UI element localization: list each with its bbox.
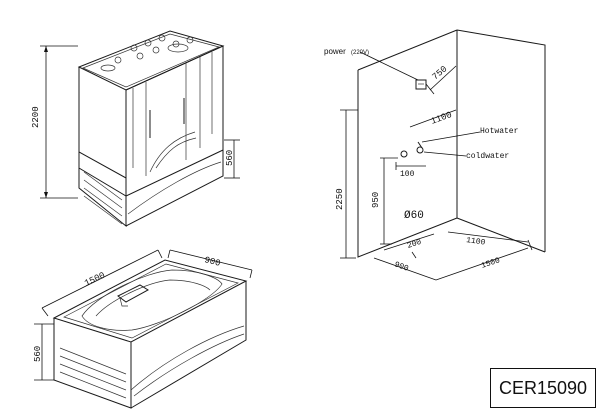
- coldwater-label: coldwater: [466, 152, 509, 161]
- water-pipes: [395, 109, 481, 170]
- cabin-height-label: 2200: [31, 106, 41, 128]
- floor-dimensions: [373, 231, 533, 281]
- cabin-height-dimension: [40, 45, 78, 199]
- power-outlet: [415, 79, 427, 90]
- tub-width-label: 900: [203, 255, 221, 269]
- dim-900-label: 900: [393, 260, 410, 273]
- tub-width-dimension: [167, 249, 253, 279]
- tub-height-label: 560: [33, 346, 43, 362]
- dim-2250-label: 2250: [335, 188, 345, 210]
- drain-label: Ø60: [404, 210, 424, 222]
- tub-height-dimension: [34, 323, 54, 381]
- dim-950: [380, 157, 398, 245]
- dim-1100-pipe-label: 1100: [430, 110, 454, 127]
- dim-2250: [340, 109, 358, 259]
- shower-cabin-drawing: [77, 30, 225, 228]
- dim-950-label: 950: [371, 192, 381, 208]
- dim-750: [425, 65, 457, 95]
- cabin-base-dimension: [224, 139, 240, 179]
- tub-length-label: 1500: [83, 271, 107, 289]
- model-number-box: CER15090: [490, 368, 596, 408]
- room-walls: [357, 29, 546, 258]
- tub-length-dimension: [41, 249, 163, 317]
- dim-100-label: 100: [400, 170, 415, 179]
- dim-1500-label: 1500: [480, 256, 501, 271]
- power-label: power: [324, 47, 346, 56]
- dim-750-label: 750: [431, 64, 450, 82]
- power-leader: [359, 51, 419, 81]
- dim-1100-floor-label: 1100: [466, 236, 486, 248]
- cabin-base-label: 560: [225, 150, 235, 166]
- hotwater-label: Hotwater: [480, 127, 519, 136]
- bathtub-drawing: [52, 259, 248, 409]
- power-voltage-label: (220V): [351, 50, 369, 56]
- dim-200-label: 200: [406, 238, 423, 251]
